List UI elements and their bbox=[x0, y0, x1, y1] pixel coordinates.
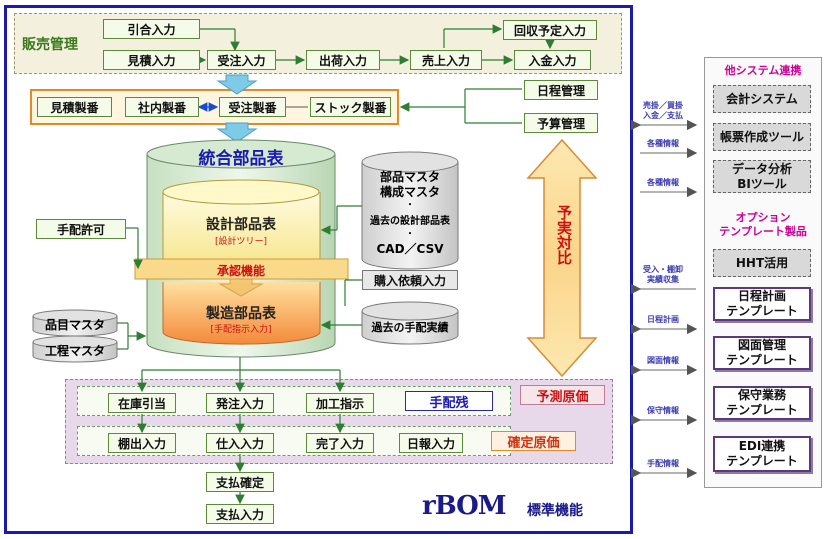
link-label-urikake-line2: 入金／支払 bbox=[643, 111, 683, 120]
edi-template-line2: テンプレート bbox=[726, 454, 798, 468]
shanai-seiban: 社内製番 bbox=[125, 97, 199, 117]
link-label-hoshu: 保守情報 bbox=[647, 406, 679, 415]
bom-title: 統合部品表 bbox=[198, 149, 284, 169]
edi-template-line1: EDI連携 bbox=[738, 439, 786, 453]
nyukin-input: 入金入力 bbox=[514, 50, 591, 70]
kaishu-input: 回収予定入力 bbox=[503, 20, 597, 40]
hoshu-template-line2: テンプレート bbox=[726, 403, 798, 417]
bi-tool-line1: データ分析 bbox=[731, 161, 792, 176]
link-label-ukeire-line2: 実績収集 bbox=[647, 275, 679, 284]
kosei-master: 構成マスタ bbox=[379, 185, 440, 199]
hht-katsuyo: HHT活用 bbox=[713, 249, 811, 277]
approval-label: 承認機能 bbox=[216, 264, 265, 278]
bi-tool-line2: BIツール bbox=[737, 176, 787, 191]
nittei-kanri: 日程管理 bbox=[524, 80, 598, 100]
hoshu-template: 保守業務 テンプレート bbox=[713, 386, 811, 420]
link-label-tehai: 手配情報 bbox=[647, 459, 679, 468]
option-title-line2: テンプレート製品 bbox=[719, 225, 807, 238]
kakutei-genka-label: 確定原価 bbox=[491, 431, 576, 451]
bi-tool: データ分析 BIツール bbox=[713, 160, 811, 193]
link-label-urikake-line1: 売掛／買掛 bbox=[643, 101, 683, 110]
kako-shiji: 加工指示 bbox=[306, 393, 374, 413]
tehai-kyoka: 手配許可 bbox=[36, 219, 126, 239]
nittei-template-line2: テンプレート bbox=[726, 304, 798, 318]
yojitsu-label: 予実対比 bbox=[555, 205, 573, 265]
nippo-input: 日報入力 bbox=[399, 433, 463, 453]
chohyo-tool: 帳票作成ツール bbox=[713, 123, 811, 151]
link-label-kakushu-2: 各種情報 bbox=[647, 178, 679, 187]
kaikei-system: 会計システム bbox=[713, 85, 811, 113]
design-bom-sub: [設計ツリー] bbox=[214, 237, 268, 247]
shiire-input: 仕入入力 bbox=[206, 433, 274, 453]
other-systems-title: 他システム連携 bbox=[724, 64, 802, 77]
yosan-kanri: 予算管理 bbox=[524, 113, 598, 133]
link-label-zumen: 図面情報 bbox=[647, 356, 679, 365]
edi-template: EDI連携 テンプレート bbox=[713, 436, 811, 472]
kako-sekkei-bom: 過去の設計部品表 bbox=[370, 216, 450, 227]
kako-tehai-jisseki: 過去の手配実績 bbox=[371, 321, 449, 334]
cad-csv: CAD／CSV bbox=[376, 242, 444, 256]
dot-separator-1: ・ bbox=[405, 200, 415, 211]
zumen-template-line2: テンプレート bbox=[726, 353, 798, 367]
hinmoku-master: 品目マスタ bbox=[44, 318, 105, 332]
stock-seiban: ストック製番 bbox=[310, 97, 391, 117]
zumen-template: 図面管理 テンプレート bbox=[713, 336, 811, 370]
nittei-template-line1: 日程計画 bbox=[737, 289, 786, 303]
shiharai-input: 支払入力 bbox=[206, 504, 274, 524]
tehai-zan-label: 手配残 bbox=[405, 391, 493, 411]
link-label-urikake: 売掛／買掛 入金／支払 bbox=[632, 101, 694, 121]
mitsumori-input: 見積入力 bbox=[103, 50, 200, 70]
design-bom-label: 設計部品表 bbox=[206, 217, 276, 233]
shukka-input: 出荷入力 bbox=[306, 50, 380, 70]
juchu-input: 受注入力 bbox=[207, 50, 276, 70]
yosoku-genka-label: 予測原価 bbox=[520, 385, 605, 405]
brand-caption: 標準機能 bbox=[527, 503, 583, 519]
zumen-template-line1: 図面管理 bbox=[737, 338, 786, 352]
link-label-ukeire-line1: 受入・棚卸 bbox=[643, 265, 683, 274]
sales-title: 販売管理 bbox=[22, 37, 78, 53]
mitsumori-seiban: 見積製番 bbox=[37, 97, 112, 117]
juchu-seiban: 受注製番 bbox=[219, 97, 286, 117]
option-title-line1: オプション bbox=[735, 211, 791, 224]
main-frame bbox=[4, 5, 633, 534]
zaiko-hikiate: 在庫引当 bbox=[108, 393, 176, 413]
buhin-master: 部品マスタ bbox=[379, 170, 440, 184]
konyu-irai-input: 購入依頼入力 bbox=[362, 270, 458, 290]
nittei-template: 日程計画 テンプレート bbox=[713, 287, 811, 321]
link-label-kakushu-1: 各種情報 bbox=[647, 139, 679, 148]
mfg-bom-sub: [手配指示入力] bbox=[210, 325, 272, 335]
link-label-ukeire: 受入・棚卸 実績収集 bbox=[632, 265, 694, 285]
hikiai-input: 引合入力 bbox=[103, 19, 200, 39]
dot-separator-2: ・ bbox=[405, 229, 415, 240]
kotei-master: 工程マスタ bbox=[44, 344, 105, 358]
hoshu-template-line1: 保守業務 bbox=[737, 388, 786, 402]
hacchu-input: 発注入力 bbox=[206, 393, 274, 413]
option-title: オプション テンプレート製品 bbox=[704, 211, 822, 239]
uriage-input: 売上入力 bbox=[410, 50, 482, 70]
shiharai-kakutei: 支払確定 bbox=[206, 472, 274, 492]
kanryo-input: 完了入力 bbox=[306, 433, 374, 453]
link-label-nittei: 日程計画 bbox=[647, 315, 679, 324]
rbom-logo: rBOM bbox=[422, 491, 507, 521]
tanaoroshi-input: 棚出入力 bbox=[108, 433, 176, 453]
mfg-bom-label: 製造部品表 bbox=[206, 306, 276, 322]
